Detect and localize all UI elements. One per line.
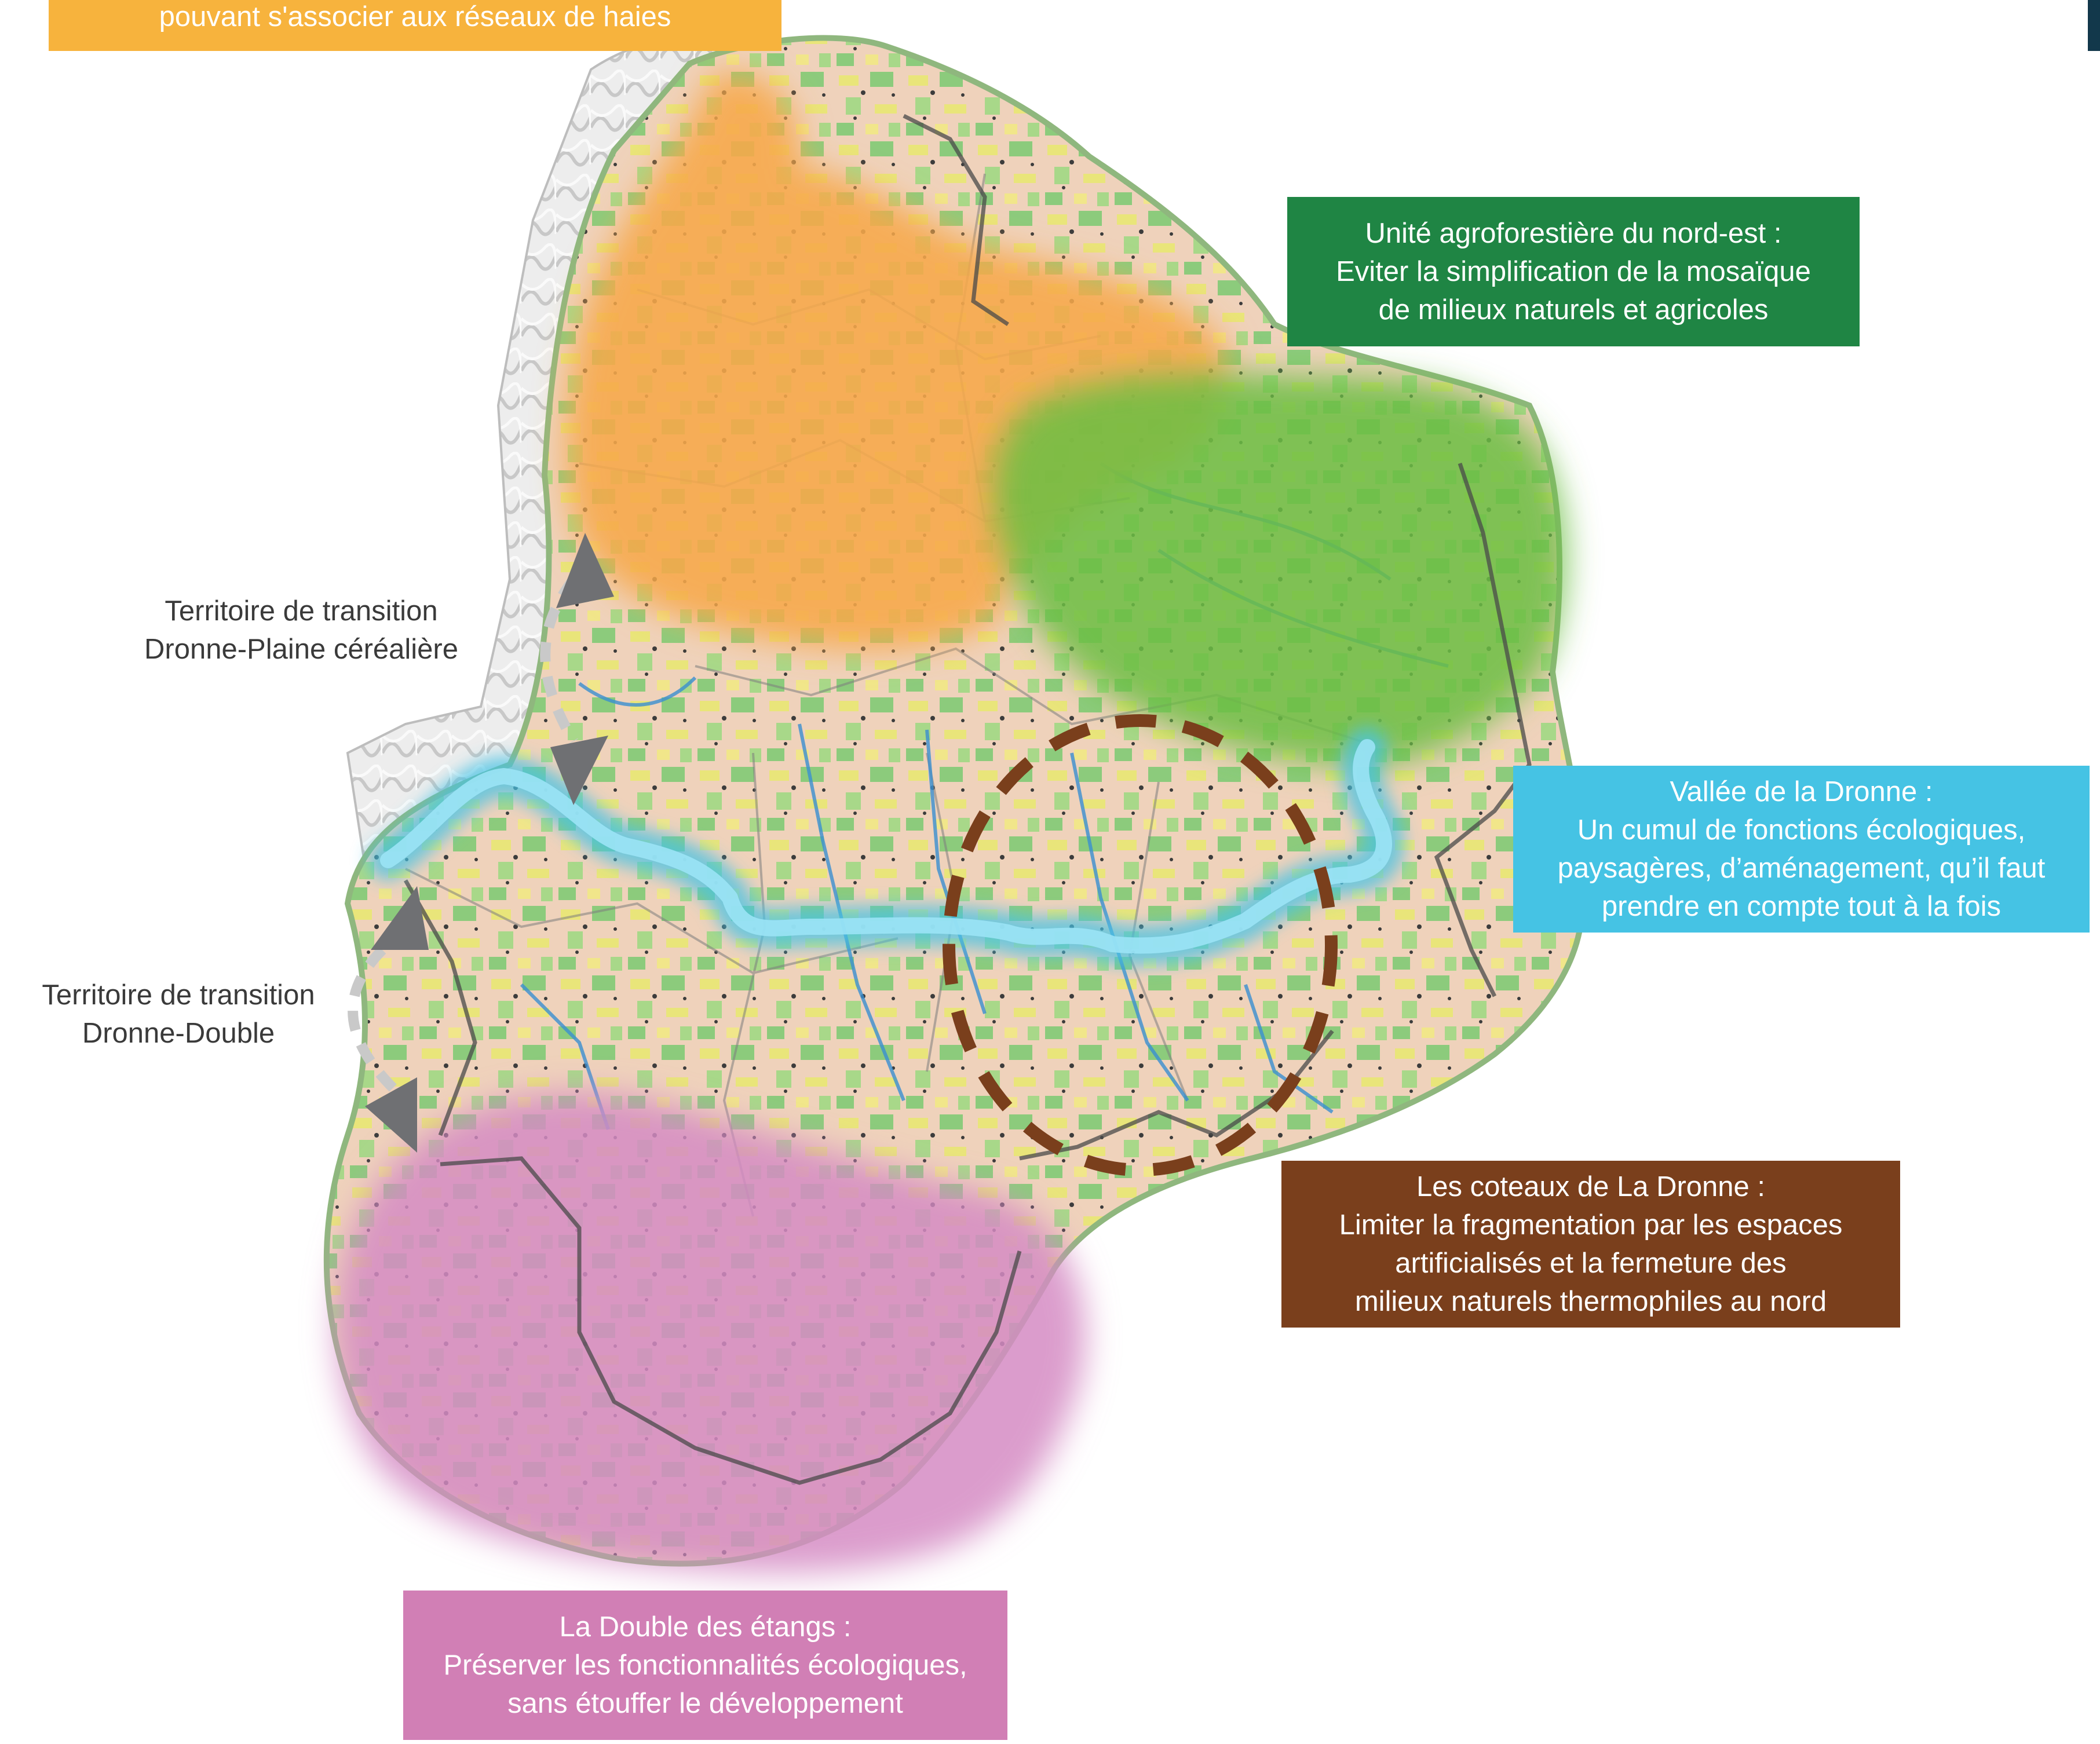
arrow-head-down-north: [550, 736, 608, 805]
transition-north-label-line-1: Territoire de transition: [165, 595, 438, 627]
dronne-valley: [368, 727, 1404, 966]
transition-south-label-line-1: Territoire de transition: [42, 979, 315, 1011]
arrow-head-up-south: [371, 886, 429, 950]
green-zone: [994, 374, 1566, 766]
green-zone-label: Unité agroforestière du nord-est : Evite…: [1287, 197, 1860, 346]
green-zone-label-line-1: Unité agroforestière du nord-est :: [1365, 218, 1782, 249]
arrow-head-down-south: [365, 1077, 417, 1153]
arrow-head-up-north: [556, 533, 614, 608]
brown-zone-label-line-2: Limiter la fragmentation par les espaces: [1339, 1209, 1843, 1241]
green-zone-label-line-2: Eviter la simplification de la mosaïque: [1336, 256, 1811, 287]
blue-zone-label: Vallée de la Dronne : Un cumul de foncti…: [1513, 766, 2090, 933]
green-zone-label-line-3: de milieux naturels et agricoles: [1378, 294, 1769, 326]
orange-zone-label: pouvant s'associer aux réseaux de haies: [49, 0, 781, 51]
brown-zone-label-line-1: Les coteaux de La Dronne :: [1416, 1171, 1766, 1202]
blue-zone-label-line-3: paysagères, d’aménagement, qu’il faut: [1557, 853, 2046, 884]
pink-zone-label-line-2: Préserver les fonctionnalités écologique…: [443, 1650, 967, 1681]
transition-north-label-line-2: Dronne-Plaine céréalière: [144, 634, 458, 665]
corner-mark: [2088, 0, 2100, 51]
transition-north-label: Territoire de transition Dronne-Plaine c…: [104, 592, 498, 668]
transition-south-label-line-2: Dronne-Double: [82, 1018, 275, 1049]
blue-zone-label-line-1: Vallée de la Dronne :: [1670, 776, 1933, 807]
transition-arrows: [348, 533, 614, 1153]
brown-zone-label: Les coteaux de La Dronne : Limiter la fr…: [1281, 1161, 1900, 1328]
pink-zone-label-line-3: sans étouffer le développement: [507, 1688, 903, 1719]
blue-zone-label-line-4: prendre en compte tout à la fois: [1601, 891, 2002, 922]
pink-zone: [336, 1093, 1086, 1573]
brown-zone-label-line-4: milieux naturels thermophiles au nord: [1354, 1286, 1827, 1317]
orange-zone-label-line-1: pouvant s'associer aux réseaux de haies: [159, 1, 671, 32]
blue-zone-label-line-2: Un cumul de fonctions écologiques,: [1577, 814, 2026, 846]
pink-zone-label-line-1: La Double des étangs :: [559, 1611, 852, 1643]
transition-south-label: Territoire de transition Dronne-Double: [10, 976, 346, 1052]
coteaux-circle: [943, 714, 1338, 1176]
pink-zone-label: La Double des étangs : Préserver les fon…: [403, 1591, 1007, 1740]
brown-zone-label-line-3: artificialisés et la fermeture des: [1395, 1248, 1787, 1279]
